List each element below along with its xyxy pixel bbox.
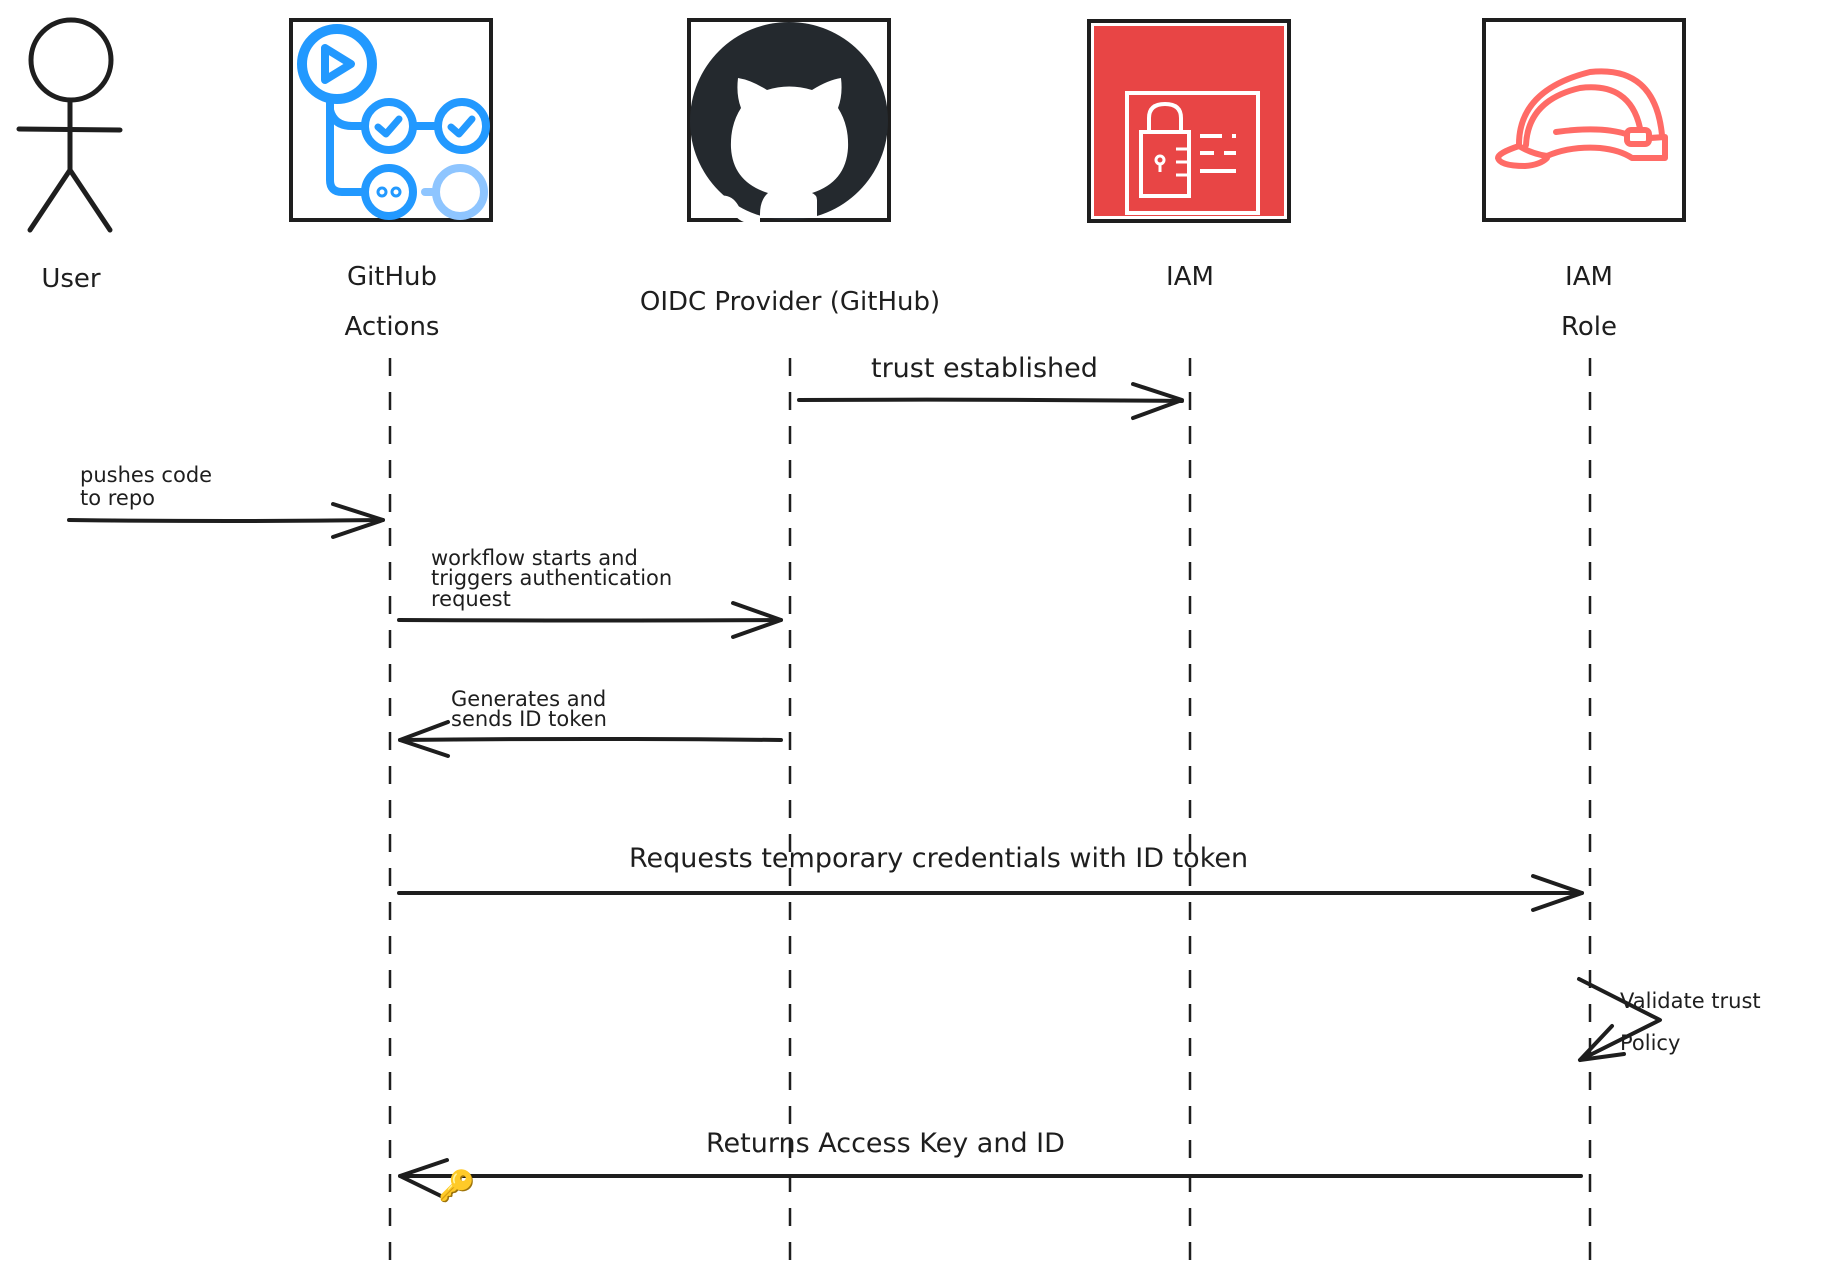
message-label: sends ID token: [451, 707, 607, 731]
arrow-head: [331, 502, 385, 539]
arrow-line: [1577, 977, 1662, 1062]
message-validate-trust-policy[interactable]: Validate trust Policy: [1577, 977, 1761, 1062]
participant-label: GitHub: [347, 262, 437, 292]
message-pushes-code[interactable]: pushes code to repo: [67, 463, 385, 539]
arrow-line: [398, 737, 783, 742]
participant-label: IAM: [1565, 262, 1613, 292]
key-icon: 🔑: [438, 1167, 475, 1204]
participant-label: User: [41, 264, 101, 294]
participant-label: Actions: [345, 312, 440, 342]
message-returns-access-key[interactable]: 🔑 Returns Access Key and ID: [398, 1128, 1583, 1204]
participant-user[interactable]: User: [16, 17, 123, 294]
message-label: Returns Access Key and ID: [706, 1128, 1065, 1159]
participant-label: Role: [1561, 312, 1617, 342]
arrow-line: [397, 618, 783, 623]
arrow-head: [731, 601, 783, 639]
arrow-line: [398, 1173, 1583, 1178]
message-label: pushes code: [80, 463, 212, 487]
message-label: Validate trust: [1620, 989, 1761, 1013]
message-label: trust established: [871, 353, 1098, 384]
participant-oidc-provider[interactable]: OIDC Provider (GitHub): [640, 18, 940, 317]
message-generates-id-token[interactable]: Generates and sends ID token: [398, 687, 783, 758]
participant-label: OIDC Provider (GitHub): [640, 287, 940, 317]
github-actions-icon: [297, 24, 490, 220]
message-requests-credentials[interactable]: Requests temporary credentials with ID t…: [397, 843, 1584, 912]
message-label: request: [431, 587, 511, 611]
arrow-head: [1578, 1024, 1626, 1062]
participant-iam[interactable]: IAM: [1087, 19, 1291, 292]
message-trust-established[interactable]: trust established: [797, 353, 1184, 420]
participant-github-actions[interactable]: GitHub Actions: [289, 18, 493, 342]
message-label: Policy: [1620, 1031, 1680, 1055]
arrow-head: [1531, 874, 1584, 912]
message-label: to repo: [80, 486, 155, 510]
arrow-head: [398, 1158, 449, 1198]
message-workflow-starts[interactable]: workflow starts and triggers authenticat…: [397, 546, 783, 639]
stick-figure-icon: [16, 17, 123, 233]
iam-padlock-card-icon: [1094, 26, 1284, 216]
arrow-head: [1131, 382, 1184, 420]
message-label: triggers authentication: [431, 566, 672, 590]
participant-label: IAM: [1166, 262, 1214, 292]
message-label: Generates and: [451, 687, 606, 711]
arrow-line: [397, 891, 1584, 896]
participant-iam-role[interactable]: IAM Role: [1482, 18, 1686, 342]
message-label: workflow starts and: [431, 546, 638, 570]
participant-box: [1482, 18, 1686, 222]
arrow-line: [67, 518, 385, 523]
hard-hat-icon: [1495, 68, 1668, 169]
message-label: Requests temporary credentials with ID t…: [629, 843, 1248, 874]
github-octocat-icon: [690, 22, 888, 224]
arrow-line: [797, 397, 1184, 403]
arrow-head: [398, 720, 450, 758]
